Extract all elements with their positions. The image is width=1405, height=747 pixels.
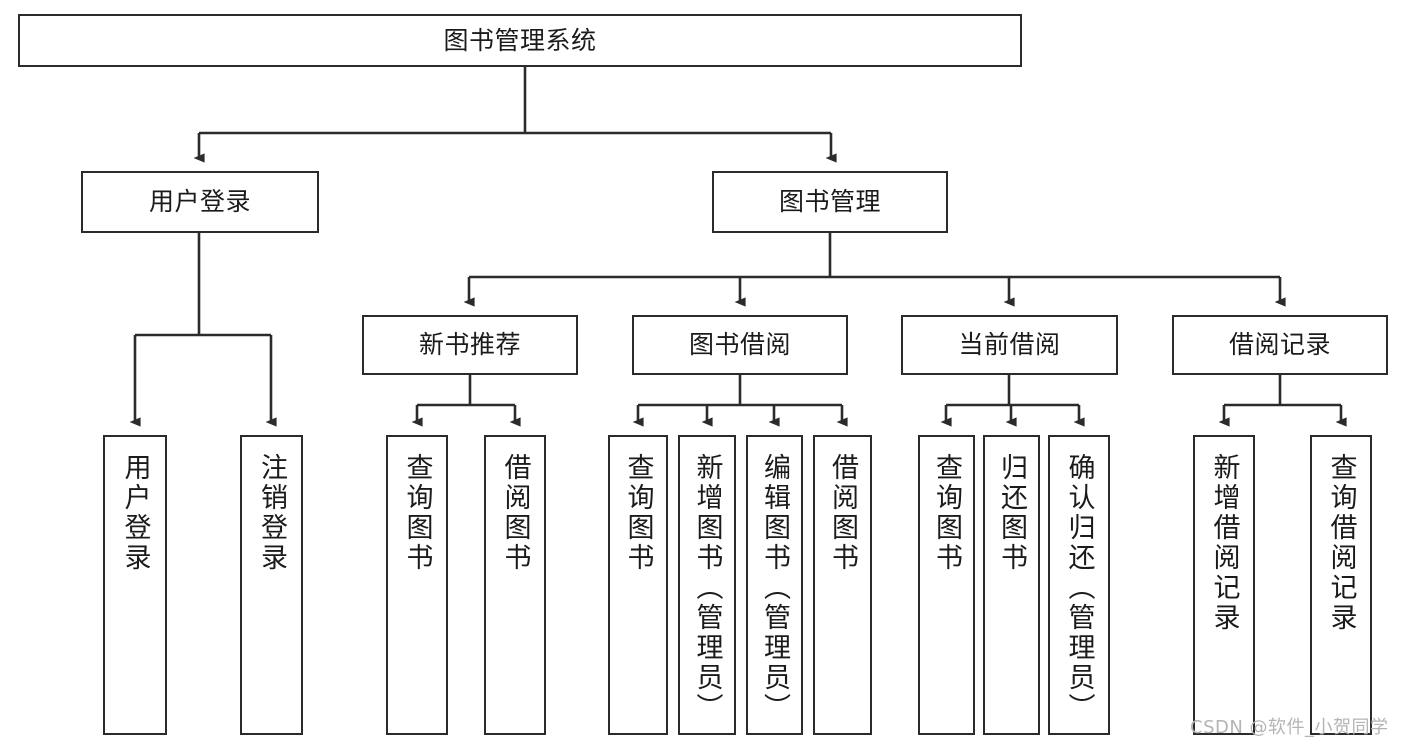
csdn-watermark: CSDN @软件_小贺同学 [1190,717,1389,738]
leaf-confirm-return-label: 确认归还（管理员） [1063,453,1095,723]
node-borrow-record[interactable]: 借阅记录 [1172,315,1388,375]
leaf-add-record-label: 新增借阅记录 [1208,453,1240,633]
leaf-borrow-book-2[interactable]: 借阅图书 [813,435,872,735]
leaf-confirm-return[interactable]: 确认归还（管理员） [1048,435,1110,735]
leaf-add-record[interactable]: 新增借阅记录 [1193,435,1255,735]
node-new-book-recommend-label: 新书推荐 [418,330,521,359]
leaf-user-logout[interactable]: 注销登录 [240,435,303,735]
leaf-return-book[interactable]: 归还图书 [983,435,1040,735]
leaf-query-book-3-label: 查询图书 [931,453,962,573]
leaf-query-record-label: 查询借阅记录 [1325,453,1357,633]
leaf-query-book-1-label: 查询图书 [401,453,433,573]
leaf-query-book-3[interactable]: 查询图书 [918,435,975,735]
node-book-borrow[interactable]: 图书借阅 [632,315,848,375]
leaf-borrow-book-1-label: 借阅图书 [499,453,531,573]
leaf-query-book-2-label: 查询图书 [622,453,654,573]
node-current-borrow-label: 当前借阅 [958,330,1061,359]
leaf-user-login-label: 用户登录 [119,453,151,573]
leaf-borrow-book-2-label: 借阅图书 [827,453,858,573]
node-book-borrow-label: 图书借阅 [688,330,791,359]
leaf-edit-book[interactable]: 编辑图书（管理员） [746,435,803,735]
node-user-login-label: 用户登录 [148,187,251,216]
node-book-manage[interactable]: 图书管理 [712,171,948,233]
leaf-user-login[interactable]: 用户登录 [103,435,167,735]
node-new-book-recommend[interactable]: 新书推荐 [362,315,578,375]
leaf-borrow-book-1[interactable]: 借阅图书 [484,435,546,735]
node-borrow-record-label: 借阅记录 [1228,330,1331,359]
node-root-label: 图书管理系统 [443,25,597,55]
leaf-query-book-1[interactable]: 查询图书 [386,435,448,735]
leaf-add-book[interactable]: 新增图书（管理员） [678,435,736,735]
leaf-query-record[interactable]: 查询借阅记录 [1310,435,1372,735]
leaf-add-book-label: 新增图书（管理员） [691,453,723,723]
leaf-query-book-2[interactable]: 查询图书 [608,435,668,735]
leaf-return-book-label: 归还图书 [996,453,1027,573]
leaf-edit-book-label: 编辑图书（管理员） [759,453,790,723]
node-current-borrow[interactable]: 当前借阅 [901,315,1118,375]
node-root[interactable]: 图书管理系统 [18,14,1022,67]
node-user-login[interactable]: 用户登录 [81,171,319,233]
node-book-manage-label: 图书管理 [778,187,881,216]
leaf-user-logout-label: 注销登录 [256,453,287,573]
